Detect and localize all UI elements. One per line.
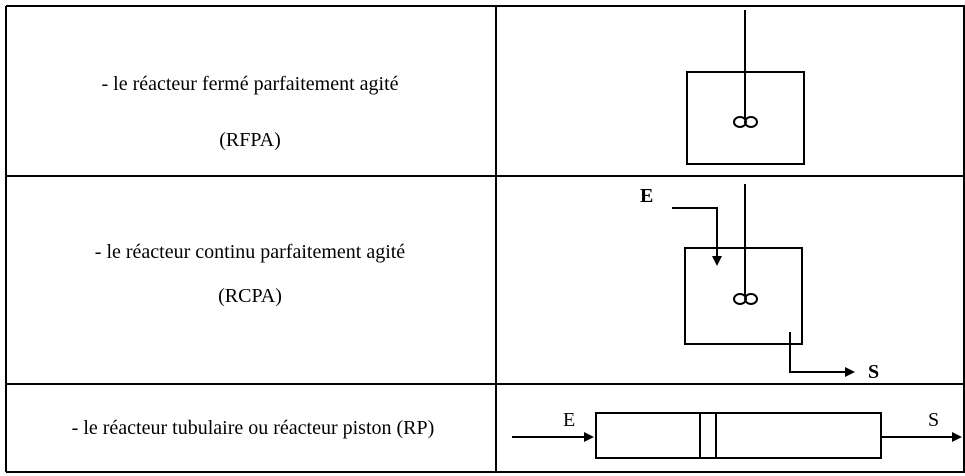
rcpa-diagram (672, 184, 855, 377)
row1-reactor-abbr: (RFPA) (219, 129, 281, 151)
row3-reactor-name: - le réacteur tubulaire ou réacteur pist… (71, 417, 435, 439)
rfpa-diagram (686, 10, 805, 165)
rp-inlet-label: E (563, 409, 575, 431)
rcpa-inlet-label: E (640, 185, 653, 207)
rcpa-inlet-arrow (672, 207, 722, 266)
rcpa-outlet-label: S (868, 361, 879, 383)
row2-reactor-abbr: (RCPA) (218, 285, 282, 307)
rcpa-vessel (684, 247, 803, 345)
rp-tube (595, 412, 882, 459)
rp-diagram (512, 412, 962, 459)
rcpa-impeller (733, 293, 758, 305)
row2-reactor-name: - le réacteur continu parfaitement agité (94, 241, 406, 263)
rcpa-outlet-arrow (789, 332, 855, 377)
row1-reactor-name: - le réacteur fermé parfaitement agité (101, 73, 399, 95)
rp-outlet-label: S (928, 409, 939, 431)
rfpa-impeller (733, 116, 758, 128)
